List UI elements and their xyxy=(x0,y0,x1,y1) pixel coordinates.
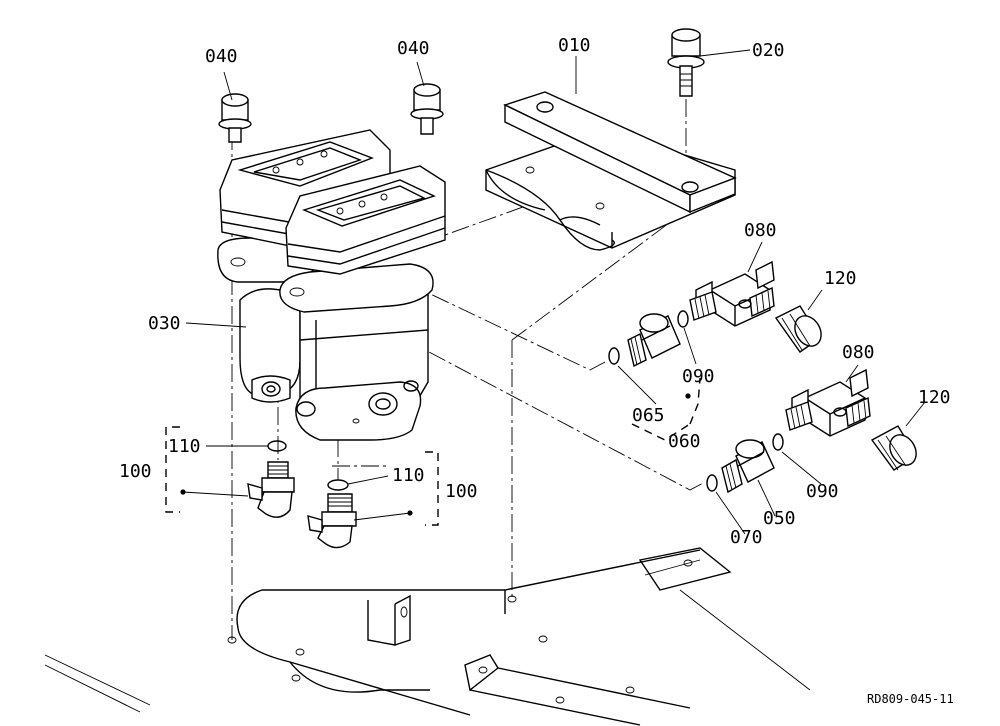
callout-090-lower: 090 xyxy=(806,481,839,502)
callout-040-right: 040 xyxy=(397,38,430,59)
callout-080-upper: 080 xyxy=(744,220,777,241)
bracket-bar xyxy=(503,91,737,214)
adapter-060 xyxy=(627,313,681,368)
fitting-group-brackets xyxy=(165,426,439,526)
callout-120-upper: 120 xyxy=(824,268,857,289)
callout-120-lower: 120 xyxy=(918,387,951,408)
callout-060: 060 xyxy=(668,431,701,452)
callout-070: 070 xyxy=(730,527,763,548)
drawing-reference-code: RD809-045-11 xyxy=(867,692,954,706)
group-060-bracket xyxy=(631,377,701,441)
callout-leaders xyxy=(185,49,926,535)
callout-020: 020 xyxy=(752,40,785,61)
elbow-fitting-right xyxy=(307,493,357,549)
o-ring-070 xyxy=(706,474,718,492)
o-ring-065 xyxy=(608,347,620,365)
adapter-050 xyxy=(721,439,775,494)
callout-050: 050 xyxy=(763,508,796,529)
o-ring-090-lower xyxy=(772,433,784,451)
callout-080-lower: 080 xyxy=(842,342,875,363)
callout-030: 030 xyxy=(148,313,181,334)
mounting-bolt-left xyxy=(218,93,252,143)
callout-100-left: 100 xyxy=(119,461,152,482)
callout-labels: 010 020 040 040 030 110 110 100 100 080 … xyxy=(119,35,954,706)
cross-fitting-upper xyxy=(689,260,775,327)
mounting-bolt-right xyxy=(410,83,444,135)
o-ring-left xyxy=(267,440,287,452)
callout-110-right: 110 xyxy=(392,465,425,486)
callout-010: 010 xyxy=(558,35,591,56)
callout-065: 065 xyxy=(632,405,665,426)
elbow-fitting-left xyxy=(247,461,295,518)
cap-upper xyxy=(774,305,822,353)
master-cylinder-right xyxy=(279,165,446,441)
base-frame xyxy=(44,547,811,726)
callout-090-upper: 090 xyxy=(682,366,715,387)
cross-fitting-lower xyxy=(785,368,871,437)
cap-lower xyxy=(870,425,917,471)
callout-110-left: 110 xyxy=(168,436,201,457)
o-ring-090-upper xyxy=(677,310,689,328)
callout-100-right: 100 xyxy=(445,481,478,502)
o-ring-right xyxy=(327,479,349,491)
bolt xyxy=(667,28,705,97)
callout-040-left: 040 xyxy=(205,46,238,67)
